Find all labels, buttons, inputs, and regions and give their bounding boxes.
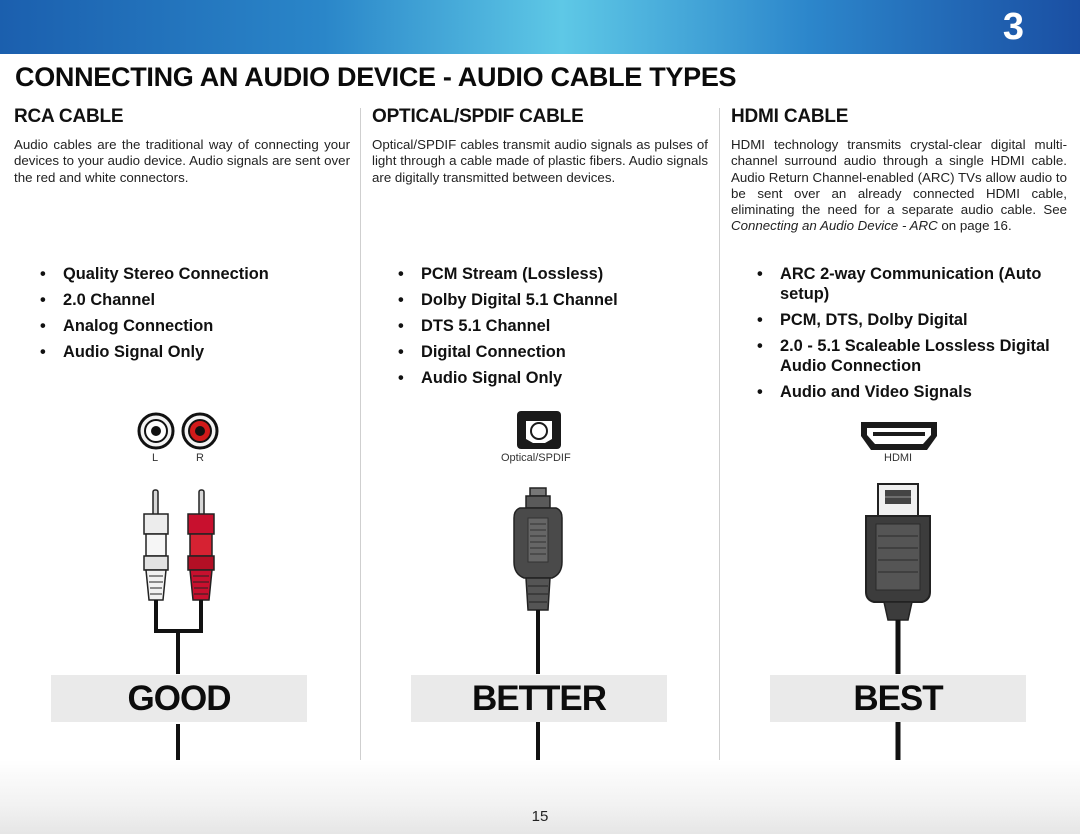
hdmi-description: HDMI technology transmits crystal-clear … — [731, 137, 1067, 235]
column-divider — [360, 108, 361, 768]
column-divider — [719, 108, 720, 768]
hdmi-cable-section: HDMI CABLE HDMI technology transmits cry… — [731, 106, 1067, 796]
rca-cable-section: RCA CABLE Audio cables are the tradition… — [14, 106, 350, 796]
list-item: ARC 2-way Communication (Auto setup) — [746, 264, 1066, 304]
rca-feature-list: Quality Stereo Connection 2.0 Channel An… — [29, 264, 349, 368]
hdmi-heading: HDMI CABLE — [731, 106, 849, 127]
optical-heading: OPTICAL/SPDIF CABLE — [372, 106, 584, 127]
optical-cable-icon — [513, 487, 563, 796]
optical-port-icon — [517, 411, 561, 449]
rating-better: BETTER — [411, 675, 667, 722]
rating-good: GOOD — [51, 675, 307, 722]
list-item: Audio Signal Only — [387, 368, 707, 388]
left-channel-label: L — [152, 452, 159, 464]
hdmi-description-page: on page 16. — [937, 218, 1012, 234]
optical-cable-section: OPTICAL/SPDIF CABLE Optical/SPDIF cables… — [372, 106, 708, 796]
rca-ports-icon — [137, 412, 219, 450]
arc-reference-link[interactable]: Connecting an Audio Device - ARC — [731, 218, 938, 234]
list-item: Digital Connection — [387, 342, 707, 362]
optical-feature-list: PCM Stream (Lossless) Dolby Digital 5.1 … — [387, 264, 707, 394]
optical-description: Optical/SPDIF cables transmit audio sign… — [372, 137, 708, 185]
list-item: PCM Stream (Lossless) — [387, 264, 707, 284]
list-item: Analog Connection — [29, 316, 349, 336]
hdmi-port-icon — [861, 422, 937, 450]
footer-shade — [0, 760, 1080, 834]
hdmi-feature-list: ARC 2-way Communication (Auto setup) PCM… — [746, 264, 1066, 408]
list-item: Audio Signal Only — [29, 342, 349, 362]
chapter-number: 3 — [1002, 6, 1024, 48]
list-item: Audio and Video Signals — [746, 382, 1066, 402]
list-item: 2.0 Channel — [29, 290, 349, 310]
list-item: 2.0 - 5.1 Scaleable Lossless Digital Aud… — [746, 336, 1066, 376]
rca-cable-icon — [143, 489, 215, 796]
header-banner: 3 — [0, 0, 1080, 54]
list-item: Dolby Digital 5.1 Channel — [387, 290, 707, 310]
list-item: PCM, DTS, Dolby Digital — [746, 310, 1066, 330]
list-item: Quality Stereo Connection — [29, 264, 349, 284]
rating-best: BEST — [770, 675, 1026, 722]
rca-heading: RCA CABLE — [14, 106, 124, 127]
page-title: CONNECTING AN AUDIO DEVICE - AUDIO CABLE… — [15, 62, 737, 92]
hdmi-cable-icon — [865, 483, 931, 796]
hdmi-port-label: HDMI — [884, 452, 913, 464]
page-number: 15 — [531, 808, 549, 825]
right-channel-label: R — [196, 452, 204, 464]
hdmi-description-text: HDMI technology transmits crystal-clear … — [731, 137, 1067, 218]
list-item: DTS 5.1 Channel — [387, 316, 707, 336]
rca-description: Audio cables are the traditional way of … — [14, 137, 350, 185]
optical-port-label: Optical/SPDIF — [501, 452, 571, 464]
